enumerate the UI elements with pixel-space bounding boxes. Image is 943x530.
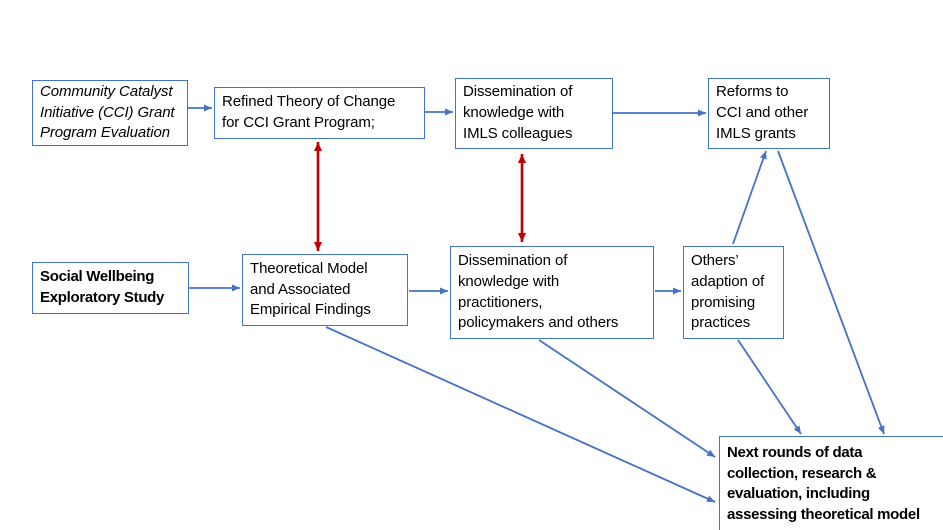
arrow-reforms-to-next-rounds (777, 150, 885, 435)
arrow-others-adaption-to-reforms (732, 150, 767, 245)
box-dissemination-practitioners: Dissemination of knowledge with practiti… (450, 246, 654, 339)
arrow-theoretical-model-to-next-rounds (325, 326, 716, 503)
box-reforms-imls-grants: Reforms to CCI and other IMLS grants (708, 78, 830, 149)
box-refined-theory-of-change: Refined Theory of Change for CCI Grant P… (214, 87, 425, 139)
box-community-catalyst-initiative: Community Catalyst Initiative (CCI) Gran… (32, 80, 188, 146)
box-theoretical-model: Theoretical Model and Associated Empiric… (242, 254, 408, 326)
arrow-practitioners-dissemination-to-next-rounds (538, 339, 716, 458)
box-dissemination-imls: Dissemination of knowledge with IMLS col… (455, 78, 613, 149)
box-others-adaption: Others’ adaption of promising practices (683, 246, 784, 339)
arrow-others-adaption-to-next-rounds (737, 339, 802, 435)
box-next-rounds: Next rounds of data collection, research… (719, 436, 943, 530)
box-social-wellbeing-study: Social Wellbeing Exploratory Study (32, 262, 189, 314)
